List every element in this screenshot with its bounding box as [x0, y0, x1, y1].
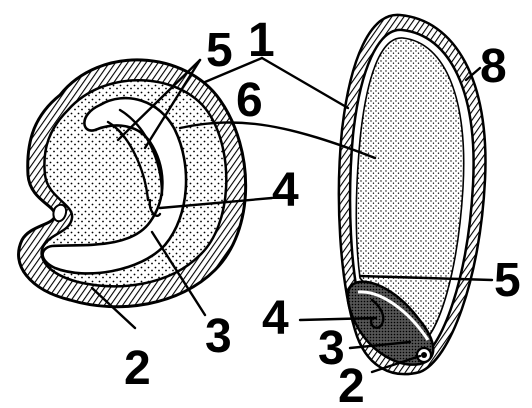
- label-cereal-4: 4: [262, 292, 289, 345]
- leader-1-cereal: [262, 58, 348, 108]
- label-bean-2: 2: [124, 342, 151, 395]
- cereal-grain: [339, 15, 486, 374]
- label-bean-3: 3: [205, 310, 232, 363]
- label-cereal-8: 8: [480, 40, 507, 93]
- cereal-radicle-core: [421, 352, 427, 358]
- bean-seed: [19, 60, 246, 307]
- label-cereal-5: 5: [494, 254, 521, 307]
- bean-hilum: [53, 205, 66, 222]
- label-cereal-2: 2: [338, 360, 365, 408]
- label-bean-4: 4: [272, 164, 299, 217]
- label-bean-1: 1: [248, 14, 275, 67]
- label-bean-6: 6: [236, 74, 263, 127]
- label-bean-5: 5: [206, 24, 233, 77]
